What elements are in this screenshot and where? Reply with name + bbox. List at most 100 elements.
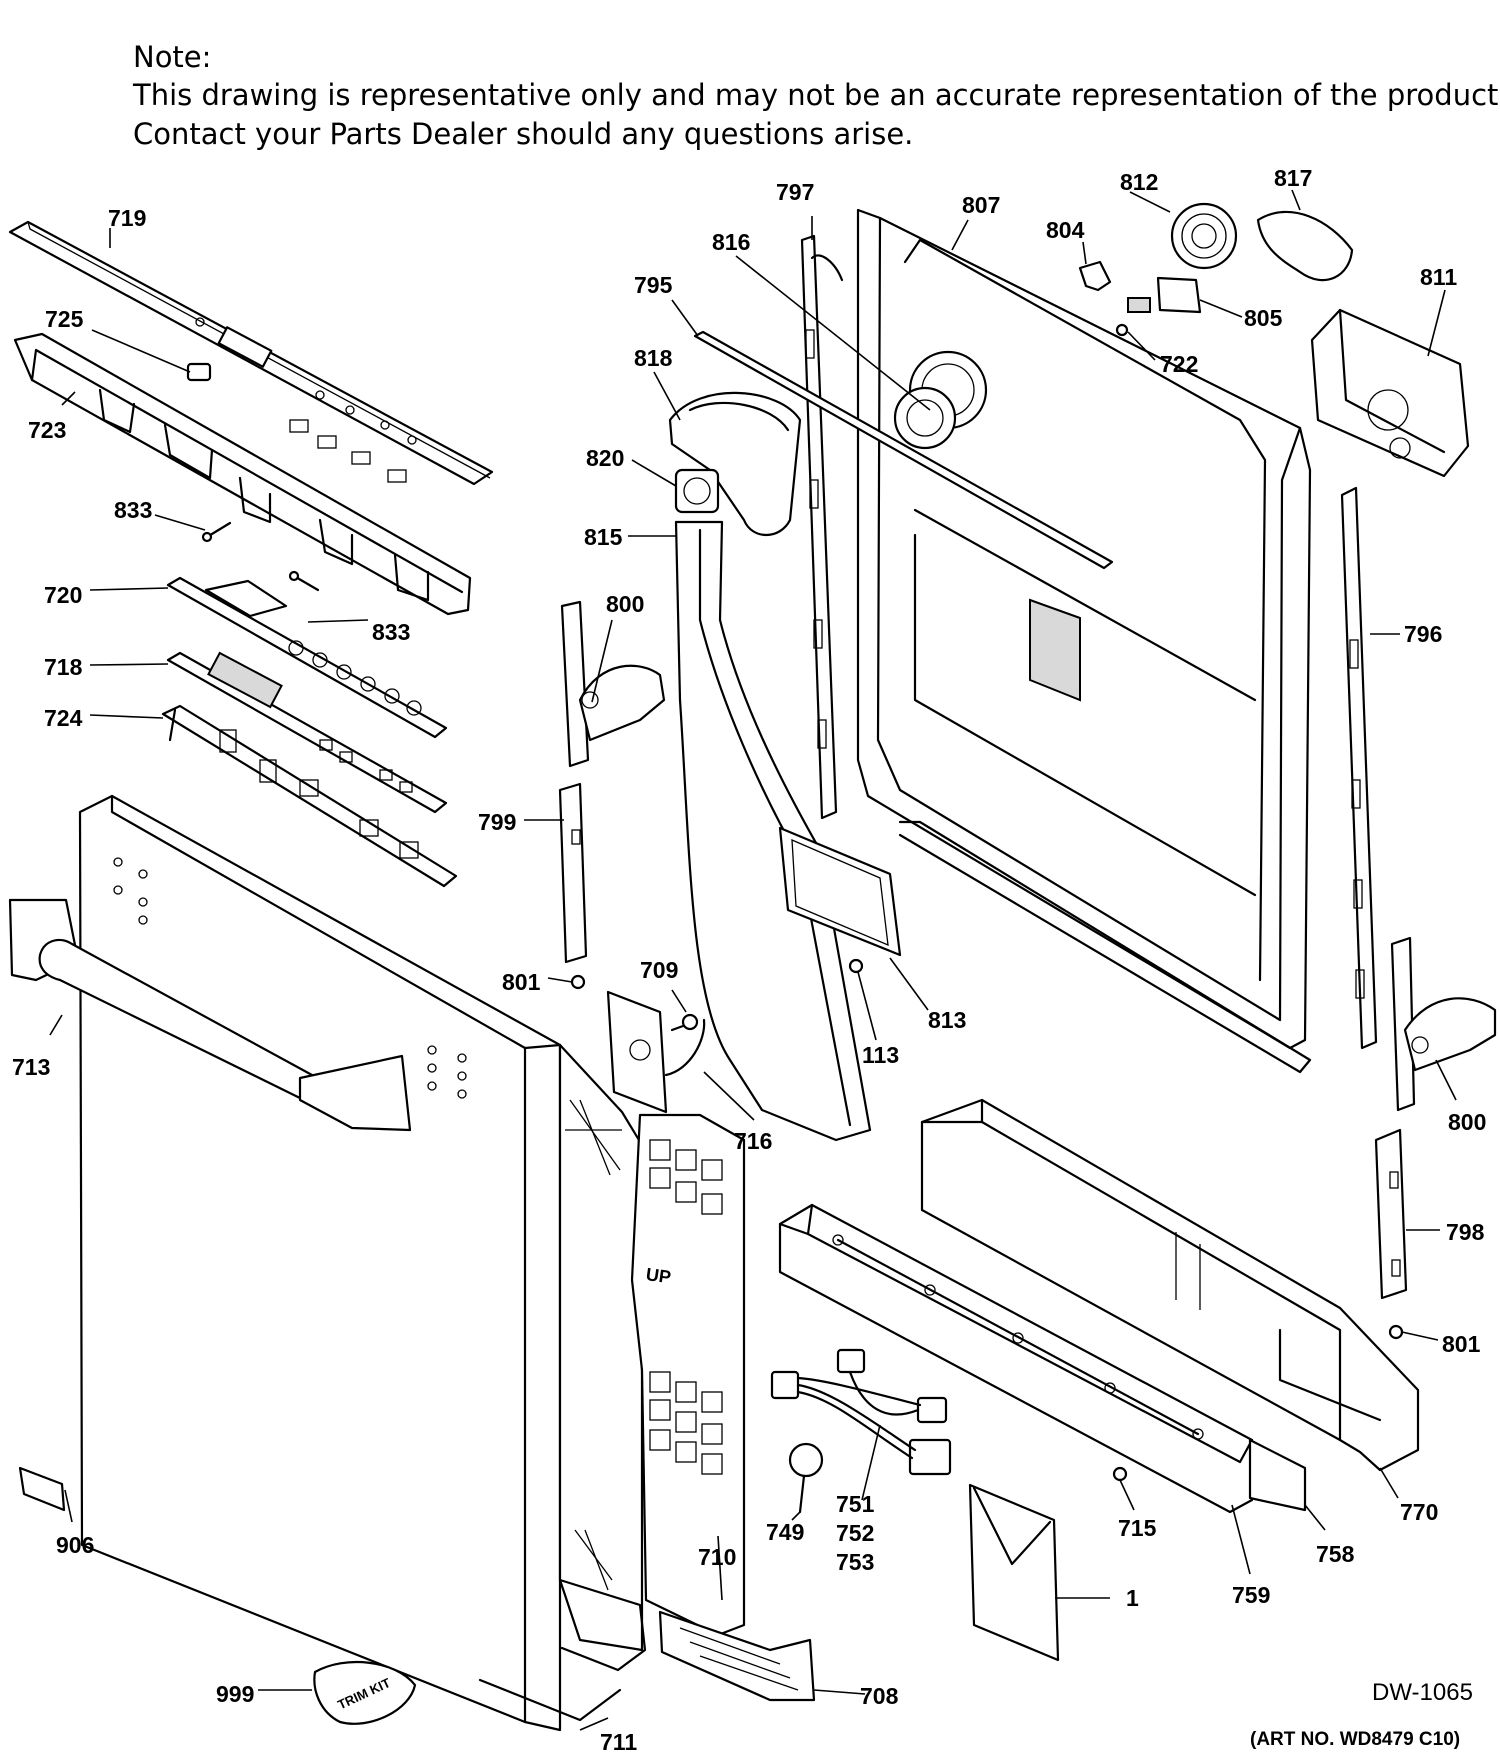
callout-799: 799 — [478, 809, 516, 835]
drawing-id: DW-1065 — [1372, 1679, 1473, 1706]
callout-815: 815 — [584, 524, 623, 550]
callout-816: 816 — [712, 229, 750, 255]
callout-801-right: 801 — [1442, 1331, 1481, 1357]
part-1-literature-envelope[interactable] — [968, 1483, 1060, 1662]
callout-818: 818 — [634, 345, 673, 371]
part-749-clamp[interactable] — [788, 1442, 824, 1514]
callout-labels: 719 725 723 833 833 720 718 724 713 906 … — [12, 165, 1486, 1753]
callout-805: 805 — [1244, 305, 1283, 331]
callout-113: 113 — [862, 1042, 899, 1068]
callout-906: 906 — [56, 1532, 94, 1558]
note-contact-line: Contact your Parts Dealer should any que… — [133, 117, 914, 151]
callout-833-lower: 833 — [372, 619, 410, 645]
part-801-screw-left[interactable] — [570, 974, 586, 990]
part-710-insulation-panel[interactable] — [630, 1113, 746, 1637]
callout-751: 751 — [836, 1491, 875, 1517]
part-800-hinge-bracket-left[interactable] — [560, 600, 666, 768]
part-770-insulation-blanket[interactable] — [920, 1098, 1420, 1472]
callout-813: 813 — [928, 1007, 966, 1033]
part-999-trim-kit[interactable] — [313, 1660, 417, 1725]
part-720-control-board[interactable] — [166, 576, 448, 739]
part-113-screw[interactable] — [848, 958, 864, 974]
part-716-spring-bracket[interactable] — [606, 990, 706, 1114]
part-796-door-rail[interactable] — [1340, 486, 1378, 1050]
part-708-door-bracket[interactable] — [658, 1610, 816, 1702]
part-795-seal-strip[interactable] — [693, 330, 1114, 570]
callout-709: 709 — [640, 957, 678, 983]
callout-715: 715 — [1118, 1515, 1157, 1541]
callout-759: 759 — [1232, 1582, 1270, 1608]
callout-725: 725 — [45, 306, 84, 332]
part-713-handle[interactable] — [8, 898, 412, 1132]
callout-716: 716 — [734, 1128, 772, 1154]
leader-lines — [49, 189, 1457, 1731]
callout-752: 752 — [836, 1520, 874, 1546]
part-751-wire-harness[interactable] — [770, 1348, 952, 1476]
part-817-pad[interactable] — [1256, 210, 1354, 282]
callout-811: 811 — [1420, 264, 1457, 290]
callout-797: 797 — [776, 179, 814, 205]
part-833-screw-a[interactable] — [201, 521, 232, 543]
callout-817: 817 — [1274, 165, 1312, 191]
callout-710: 710 — [698, 1544, 736, 1570]
callout-796: 796 — [1404, 621, 1442, 647]
part-811-control-module[interactable] — [1310, 308, 1470, 478]
part-815-vent-channel[interactable] — [674, 520, 872, 1142]
part-725-button[interactable] — [186, 362, 212, 382]
callout-719: 719 — [108, 205, 146, 231]
part-807-inner-door[interactable] — [856, 208, 1312, 1074]
part-759-toe-kick[interactable] — [778, 1203, 1254, 1514]
part-709-screw[interactable] — [670, 1013, 699, 1032]
callout-798: 798 — [1446, 1219, 1485, 1245]
part-818-vent-duct[interactable] — [668, 391, 802, 536]
callout-711: 711 — [600, 1729, 637, 1753]
part-813-cover-plate[interactable] — [778, 826, 902, 957]
callout-820: 820 — [586, 445, 624, 471]
callout-718: 718 — [44, 654, 83, 680]
part-805-switch[interactable] — [1127, 276, 1202, 314]
part-820-fan[interactable] — [674, 468, 720, 514]
callout-724: 724 — [44, 705, 83, 731]
part-724-circuit-board[interactable] — [161, 704, 458, 888]
callout-804: 804 — [1046, 217, 1085, 243]
callout-749: 749 — [766, 1519, 804, 1545]
part-758-insulation-strip[interactable] — [1248, 1438, 1307, 1512]
part-816-gasket-ring[interactable] — [893, 386, 957, 450]
part-718-display-board[interactable] — [166, 651, 448, 814]
callout-807: 807 — [962, 192, 1000, 218]
insulation-up-marking: UP — [645, 1264, 673, 1287]
part-800-hinge-bracket-right[interactable] — [1390, 936, 1497, 1112]
callout-833-upper: 833 — [114, 497, 152, 523]
callout-722: 722 — [1160, 351, 1198, 377]
part-812-fan-grille[interactable] — [1170, 202, 1238, 270]
note-heading: Note: — [133, 40, 212, 74]
callout-708: 708 — [860, 1683, 899, 1709]
callout-999: 999 — [216, 1681, 254, 1707]
callout-720: 720 — [44, 582, 82, 608]
art-number: (ART NO. WD8479 C10) — [1250, 1729, 1460, 1750]
callout-758: 758 — [1316, 1541, 1355, 1567]
part-719-control-panel[interactable] — [8, 220, 494, 486]
callout-753: 753 — [836, 1549, 874, 1575]
part-906-badge[interactable] — [18, 1466, 66, 1512]
callout-770: 770 — [1400, 1499, 1438, 1525]
part-797-door-rail[interactable] — [800, 234, 844, 820]
part-798-hinge-plate[interactable] — [1374, 1128, 1408, 1300]
note-disclaimer-line: This drawing is representative only and … — [133, 78, 1500, 112]
part-711-outer-door[interactable] — [78, 794, 647, 1732]
part-715-clip[interactable] — [1112, 1466, 1128, 1482]
part-804-latch[interactable] — [1078, 260, 1112, 292]
callout-795: 795 — [634, 272, 673, 298]
callout-812: 812 — [1120, 169, 1158, 195]
part-833-screw-b[interactable] — [288, 570, 320, 592]
callout-801-left: 801 — [502, 969, 541, 995]
part-722-screw[interactable] — [1115, 323, 1129, 337]
callout-723: 723 — [28, 417, 66, 443]
part-801-screw-right[interactable] — [1388, 1324, 1404, 1340]
callout-713: 713 — [12, 1054, 50, 1080]
callout-800-right: 800 — [1448, 1109, 1486, 1135]
part-723-panel-bracket[interactable] — [13, 332, 472, 616]
callout-1: 1 — [1126, 1585, 1139, 1611]
part-799-hinge-plate[interactable] — [558, 782, 588, 964]
